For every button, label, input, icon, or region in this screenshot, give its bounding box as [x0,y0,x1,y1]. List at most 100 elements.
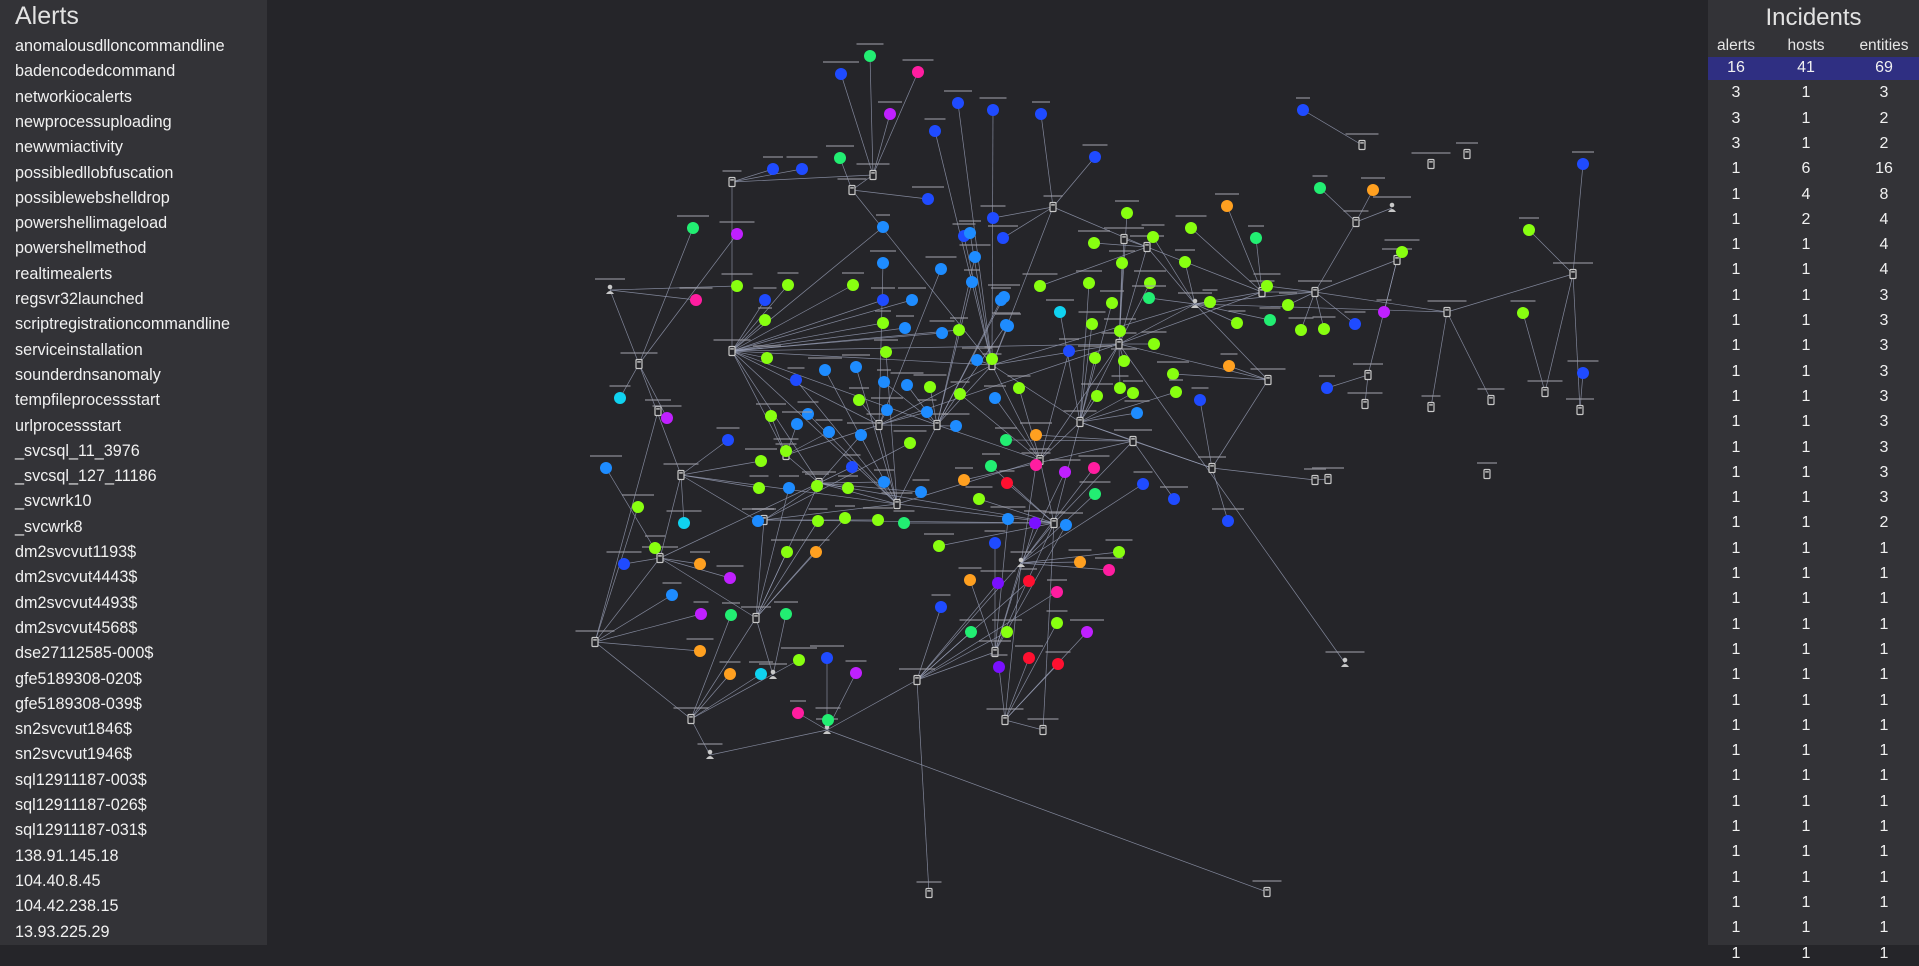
graph-node-azure[interactable] [1131,407,1143,419]
graph-node-lime[interactable] [1204,296,1216,308]
host-node-icon[interactable] [635,358,643,370]
graph-node-azure[interactable] [935,263,947,275]
graph-node-lime[interactable] [877,317,889,329]
host-node-icon[interactable] [913,674,921,686]
graph-node-green[interactable] [1143,292,1155,304]
graph-node-purple[interactable] [731,228,743,240]
user-node-icon[interactable] [706,749,714,759]
graph-node-lime[interactable] [1089,352,1101,364]
graph-node-blue[interactable] [1321,382,1333,394]
graph-node-lime[interactable] [761,352,773,364]
graph-node-orange[interactable] [810,546,822,558]
graph-node-lime[interactable] [1001,626,1013,638]
graph-node-azure[interactable] [964,227,976,239]
graph-node-azure[interactable] [600,462,612,474]
graph-node-blue[interactable] [759,294,771,306]
alert-item[interactable]: dm2svcvut4493$ [15,593,138,612]
host-node-icon[interactable] [1361,398,1369,410]
graph-node-violet[interactable] [993,661,1005,673]
graph-node-magenta[interactable] [1103,564,1115,576]
alert-item[interactable]: 13.93.225.29 [15,922,110,941]
host-node-icon[interactable] [1487,394,1495,406]
host-node-icon[interactable] [687,713,695,725]
alert-item[interactable]: powershellimageload [15,214,168,233]
graph-node-lime[interactable] [904,437,916,449]
graph-node-lime[interactable] [759,314,771,326]
graph-node-blue[interactable] [790,374,802,386]
graph-node-lime[interactable] [1144,277,1156,289]
alert-item[interactable]: possibledllobfuscation [15,163,174,182]
alert-item[interactable]: newprocessuploading [15,112,172,131]
graph-node-azure[interactable] [936,327,948,339]
alert-item[interactable]: sn2svcvut1846$ [15,720,132,739]
host-node-icon[interactable] [1001,714,1009,726]
alert-item[interactable]: scriptregistrationcommandline [15,315,231,334]
graph-node-lime[interactable] [1121,207,1133,219]
graph-node-lime[interactable] [1051,617,1063,629]
graph-node-blue[interactable] [989,537,1001,549]
graph-node-blue[interactable] [987,104,999,116]
graph-node-purple[interactable] [661,412,673,424]
host-node-icon[interactable] [1311,474,1319,486]
graph-node-lime[interactable] [847,279,859,291]
host-node-icon[interactable] [1427,401,1435,413]
host-node-icon[interactable] [848,184,856,196]
graph-node-orange[interactable] [1074,556,1086,568]
graph-node-lime[interactable] [793,654,805,666]
alert-item[interactable]: sql12911187-026$ [15,796,147,814]
graph-node-azure[interactable] [906,294,918,306]
graph-node-azure[interactable] [1002,513,1014,525]
alert-item[interactable]: badencodedcommand [15,62,176,81]
graph-node-azure[interactable] [995,294,1007,306]
graph-node-green[interactable] [780,608,792,620]
alert-item[interactable]: sounderdnsanomaly [15,365,161,384]
graph-node-lime[interactable] [632,501,644,513]
graph-node-green[interactable] [985,460,997,472]
host-node-icon[interactable] [1393,254,1401,266]
graph-node-blue[interactable] [929,125,941,137]
graph-node-lime[interactable] [933,540,945,552]
alert-item[interactable]: dm2svcvut4568$ [15,618,138,637]
graph-node-lime[interactable] [1318,323,1330,335]
graph-node-lime[interactable] [782,279,794,291]
graph-node-lime[interactable] [1106,297,1118,309]
graph-node-lime[interactable] [1113,546,1125,558]
graph-node-lime[interactable] [1170,386,1182,398]
graph-node-azure[interactable] [855,429,867,441]
graph-node-azure[interactable] [950,420,962,432]
graph-node-green[interactable] [864,50,876,62]
alert-item[interactable]: anomalousdlloncommandline [15,37,225,55]
graph-node-azure[interactable] [969,251,981,263]
graph-node-azure[interactable] [899,322,911,334]
graph-node-blue[interactable] [1137,478,1149,490]
host-node-icon[interactable] [1352,216,1360,228]
host-node-icon[interactable] [654,405,662,417]
graph-node-red[interactable] [1023,575,1035,587]
graph-node-lime[interactable] [973,493,985,505]
graph-node-blue[interactable] [1194,394,1206,406]
host-node-icon[interactable] [1358,139,1366,151]
user-node-icon[interactable] [1017,557,1025,567]
host-node-icon[interactable] [677,469,685,481]
graph-node-blue[interactable] [1035,108,1047,120]
graph-node-violet[interactable] [1029,517,1041,529]
graph-node-red[interactable] [1052,658,1064,670]
host-node-icon[interactable] [925,887,933,899]
graph-node-purple[interactable] [884,108,896,120]
